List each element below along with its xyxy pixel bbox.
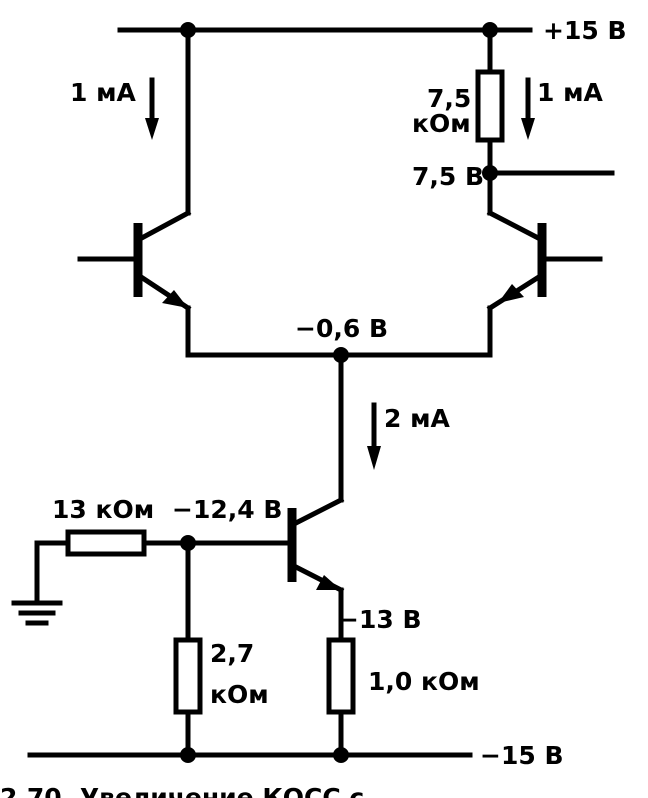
current-arrow-left — [145, 77, 159, 140]
label-v-collector: 7,5 В — [412, 162, 484, 191]
negative-rail — [27, 747, 473, 763]
resistor-emitter — [326, 637, 356, 758]
resistor-load — [475, 27, 615, 181]
current-arrow-right — [521, 77, 535, 140]
label-r-bias-unit: кОм — [210, 680, 269, 709]
label-vplus: +15 В — [543, 16, 627, 45]
label-v-emitters: −0,6 В — [295, 314, 388, 343]
label-r-load-unit: кОм — [412, 109, 471, 138]
label-i-right: 1 мА — [537, 78, 604, 107]
label-i-tail: 2 мА — [384, 404, 451, 433]
transistor-q2 — [486, 170, 603, 358]
bias-network — [34, 529, 291, 758]
transistor-q1 — [77, 27, 192, 358]
emitter-bus — [185, 347, 493, 503]
label-r-bias-value: 2,7 — [210, 639, 254, 668]
node-neg-right — [333, 747, 349, 763]
resistor-13k — [65, 529, 147, 557]
label-v-emitter-src: −13 В — [338, 605, 422, 634]
emitter-arrow-q1 — [162, 290, 188, 308]
current-arrow-tail — [367, 402, 381, 470]
resistor-2k7 — [173, 637, 203, 715]
node-neg-left — [180, 747, 196, 763]
transistor-q3 — [287, 496, 345, 643]
positive-rail — [117, 22, 533, 38]
label-r-13k: 13 кОм — [52, 495, 154, 524]
label-v-base: −12,4 В — [172, 495, 282, 524]
figure-caption: 2.70. Увеличение КОСС с ... — [0, 783, 401, 798]
ground-symbol — [11, 600, 63, 626]
emitter-arrow-q3 — [316, 575, 341, 590]
label-i-left: 1 мА — [70, 78, 137, 107]
label-r-load-value: 7,5 — [427, 84, 471, 113]
emitter-arrow-q2 — [498, 284, 524, 303]
label-r-emitter: 1,0 кОм — [368, 667, 480, 696]
label-vminus: −15 В — [480, 741, 564, 770]
